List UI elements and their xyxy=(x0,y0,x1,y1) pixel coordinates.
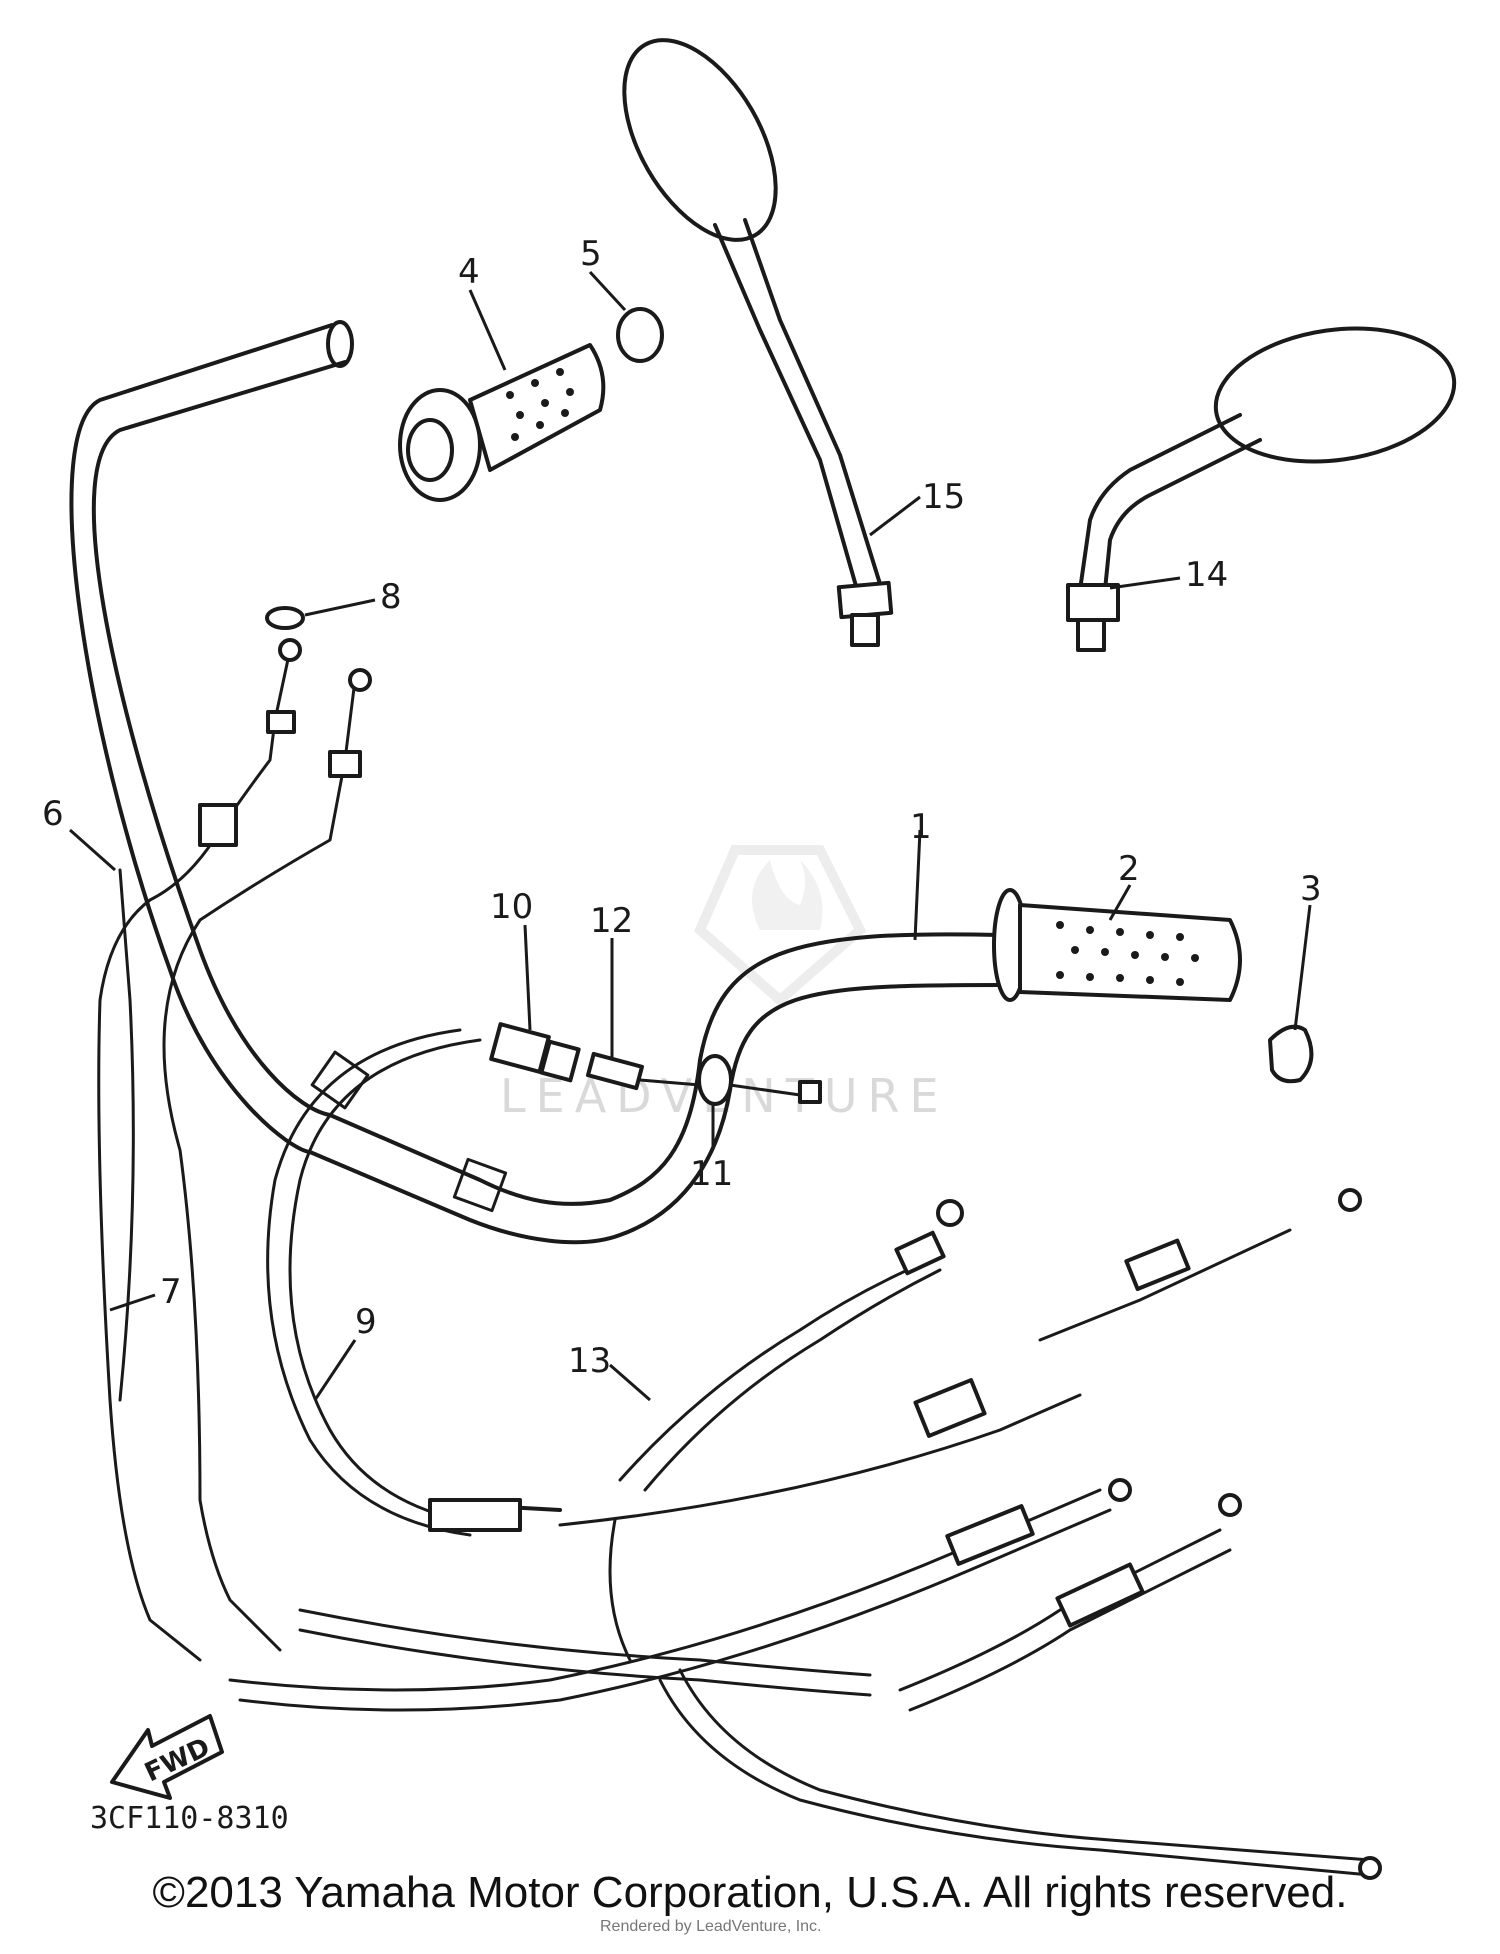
svg-text:15: 15 xyxy=(922,477,965,517)
cable-adjuster-assembly xyxy=(489,1022,822,1106)
rendered-by-credit: Rendered by LeadVenture, Inc. xyxy=(600,1918,822,1935)
svg-text:13: 13 xyxy=(568,1341,611,1381)
callout-14: 14 xyxy=(1109,555,1228,595)
svg-text:9: 9 xyxy=(355,1302,377,1342)
callout-12: 12 xyxy=(590,901,633,1058)
svg-text:14: 14 xyxy=(1185,555,1228,595)
mirror-right xyxy=(1066,326,1457,652)
callout-1: 1 xyxy=(910,807,932,941)
svg-text:5: 5 xyxy=(580,234,602,274)
cable-nut xyxy=(265,606,305,630)
svg-text:8: 8 xyxy=(380,577,402,617)
throttle-grip xyxy=(398,343,606,502)
callout-7: 7 xyxy=(109,1272,182,1312)
callout-3: 3 xyxy=(1293,869,1322,1031)
callout-11: 11 xyxy=(690,1105,733,1194)
svg-text:3: 3 xyxy=(1300,869,1322,909)
svg-text:2: 2 xyxy=(1118,849,1140,889)
svg-text:12: 12 xyxy=(590,901,633,941)
grip-cap xyxy=(616,307,664,363)
bottom-cables xyxy=(228,1478,1382,1880)
throttle-cable-right xyxy=(608,1199,964,1662)
watermark-logo xyxy=(693,845,867,1007)
svg-text:10: 10 xyxy=(490,887,533,927)
callout-9: 9 xyxy=(313,1302,377,1401)
right-grip xyxy=(992,888,1242,1002)
callout-15: 15 xyxy=(869,477,965,537)
mirror-left xyxy=(622,38,894,647)
handlebar xyxy=(69,320,1002,1245)
callout-4: 4 xyxy=(458,252,507,371)
svg-text:7: 7 xyxy=(160,1272,182,1312)
cable-left-group xyxy=(97,638,372,1662)
grip-end xyxy=(1268,1024,1314,1084)
callout-13: 13 xyxy=(568,1341,651,1402)
clutch-cable xyxy=(266,1028,1362,1537)
callout-8: 8 xyxy=(304,577,402,617)
svg-text:4: 4 xyxy=(458,252,480,292)
svg-text:6: 6 xyxy=(42,794,64,834)
callout-6: 6 xyxy=(42,794,116,872)
diagram-code: 3CF110-8310 xyxy=(90,1801,289,1836)
svg-text:1: 1 xyxy=(910,807,932,847)
callout-5: 5 xyxy=(580,234,627,312)
forward-arrow-icon: FWD xyxy=(110,1714,224,1800)
copyright-notice: ©2013 Yamaha Motor Corporation, U.S.A. A… xyxy=(152,1868,1348,1917)
svg-text:11: 11 xyxy=(690,1154,733,1194)
callout-10: 10 xyxy=(490,887,533,1031)
callout-2: 2 xyxy=(1108,849,1140,921)
